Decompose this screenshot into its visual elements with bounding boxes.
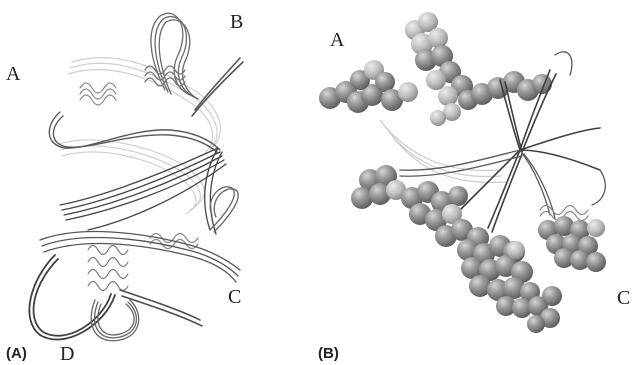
panel-a-label-b: B: [230, 12, 243, 32]
sphere-cluster-upper: [319, 12, 552, 126]
sphere-cluster-lower: [351, 165, 562, 333]
panel-a-label-a: A: [6, 64, 20, 84]
panel-a-label-c: C: [228, 287, 241, 307]
panel-b-sphere-model: [300, 0, 632, 364]
panel-b-label-a: A: [330, 30, 344, 50]
panel-b-caption: (B): [318, 346, 339, 361]
sphere-cluster-right: [538, 216, 606, 272]
panel-a-label-d: D: [60, 344, 74, 364]
panel-a-ribbon-model: [0, 0, 300, 364]
panel-b-label-c: C: [617, 288, 630, 308]
panel-a-caption: (A): [6, 346, 27, 361]
